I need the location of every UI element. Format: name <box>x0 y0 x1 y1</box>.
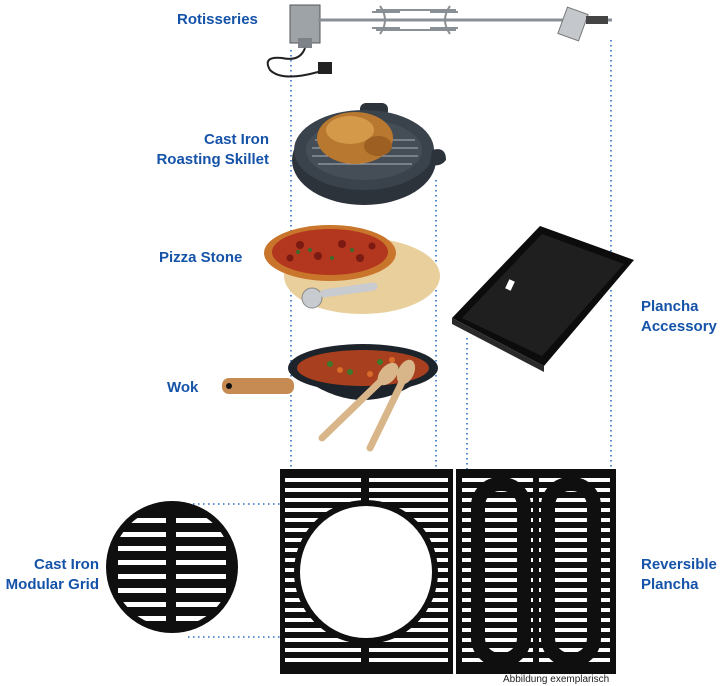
roasting-skillet-image <box>292 103 446 205</box>
label-roasting-skillet-line1: Cast Iron <box>203 131 269 148</box>
pizza-stone-image <box>264 225 440 314</box>
label-wok: Wok <box>167 379 199 396</box>
label-roasting-skillet-line2: Roasting Skillet <box>156 151 269 168</box>
label-modular-grid-line1: Cast Iron <box>33 556 99 573</box>
rotisserie-image <box>266 4 612 78</box>
caption-illustrative: Abbildung exemplarisch <box>503 674 610 685</box>
label-rotisseries: Rotisseries <box>177 11 258 28</box>
label-pizza-stone: Pizza Stone <box>159 249 243 266</box>
label-plancha-accessory-line2: Accessory <box>641 318 717 335</box>
label-roasting-skillet: Cast Iron Roasting Skillet <box>156 130 269 170</box>
label-reversible-plancha-line2: Plancha <box>641 576 699 593</box>
label-modular-grid-line2: Modular Grid <box>5 576 99 593</box>
label-plancha-accessory: Plancha Accessory <box>641 297 717 337</box>
label-plancha-accessory-line1: Plancha <box>641 298 699 315</box>
label-modular-grid: Cast Iron Modular Grid <box>6 555 99 595</box>
reversible-plancha-image <box>456 469 616 674</box>
label-reversible-plancha: Reversible Plancha <box>641 555 717 595</box>
square-grid-image <box>280 469 453 674</box>
label-reversible-plancha-line1: Reversible <box>641 556 717 573</box>
wok-image <box>222 344 438 452</box>
plancha-accessory-image <box>452 226 634 372</box>
modular-grid-image <box>106 501 238 633</box>
